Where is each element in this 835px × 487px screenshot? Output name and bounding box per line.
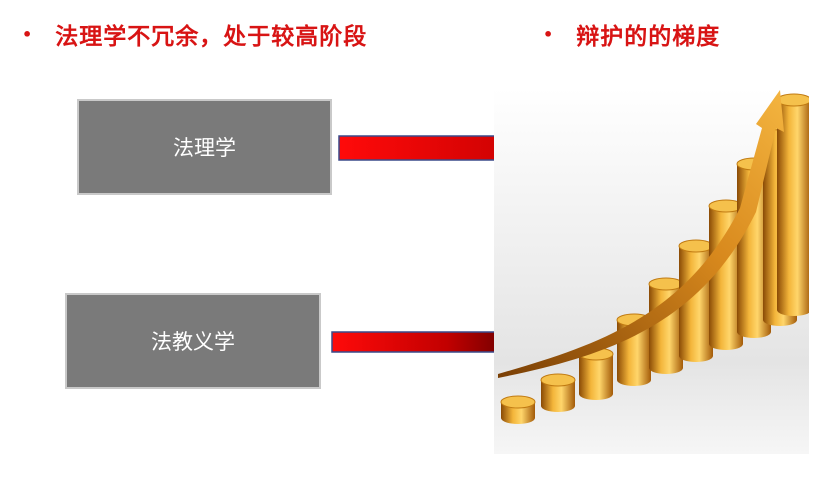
legal-dogmatics-box: 法教义学 xyxy=(65,293,321,389)
left-heading: • 法理学不冗余，处于较高阶段 xyxy=(22,14,367,54)
bullet-icon: • xyxy=(543,24,555,44)
left-heading-text: 法理学不冗余，处于较高阶段 xyxy=(55,23,368,50)
legal-dogmatics-label: 法教义学 xyxy=(151,330,235,354)
bullet-icon: • xyxy=(22,24,34,44)
jurisprudence-box: 法理学 xyxy=(77,99,332,195)
growth-chart-image xyxy=(494,88,809,454)
right-heading-text: 辩护的的梯度 xyxy=(576,23,721,50)
right-heading: • 辩护的的梯度 xyxy=(543,14,720,54)
jurisprudence-label: 法理学 xyxy=(173,136,236,160)
